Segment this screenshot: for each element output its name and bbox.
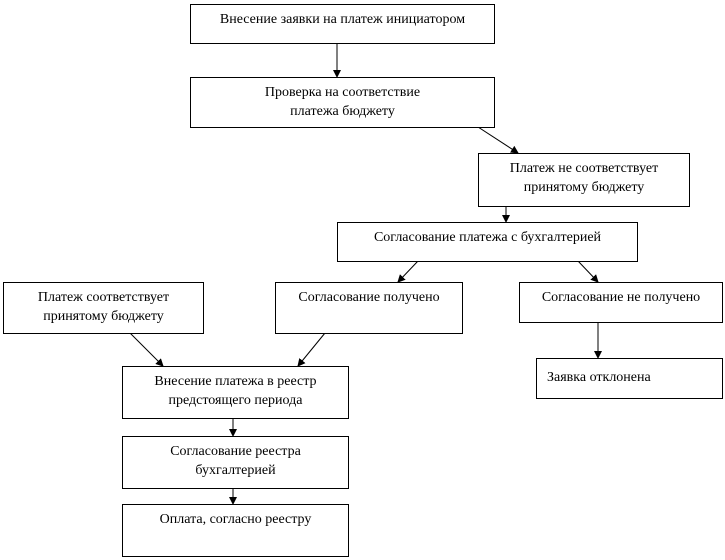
node-label: Согласование не получено bbox=[541, 290, 701, 305]
node-label: Согласование реестра бухгалтерией bbox=[170, 444, 301, 478]
node-label: Платеж соответствует принятому бюджету bbox=[37, 290, 170, 324]
node-label: Заявка отклонена bbox=[547, 370, 651, 385]
node-budget-check: Проверка на соответствие платежа бюджету bbox=[190, 77, 495, 128]
node-label: Согласование получено bbox=[298, 290, 440, 305]
node-label: Платеж не соответствует принятому бюджет… bbox=[509, 161, 659, 195]
node-label: Оплата, согласно реестру bbox=[159, 512, 312, 527]
node-label: Внесение платежа в реестр предстоящего п… bbox=[154, 374, 317, 408]
node-payment: Оплата, согласно реестру bbox=[122, 504, 349, 557]
arrow-n2-n3 bbox=[477, 126, 519, 154]
arrow-n5-n8 bbox=[129, 332, 164, 367]
node-budget-mismatch: Платеж не соответствует принятому бюджет… bbox=[478, 153, 690, 207]
node-initiator-request: Внесение заявки на платеж инициатором bbox=[190, 4, 495, 44]
node-accounting-approval: Согласование платежа с бухгалтерией bbox=[337, 222, 638, 262]
node-register-approval: Согласование реестра бухгалтерией bbox=[122, 436, 349, 489]
arrow-n6-n8 bbox=[297, 332, 326, 367]
node-label: Внесение заявки на платеж инициатором bbox=[219, 12, 466, 27]
node-approval-received: Согласование получено bbox=[275, 282, 463, 334]
node-register-entry: Внесение платежа в реестр предстоящего п… bbox=[122, 366, 349, 419]
arrow-n4-n6 bbox=[397, 260, 419, 283]
node-budget-match: Платеж соответствует принятому бюджету bbox=[3, 282, 204, 334]
arrow-n4-n7 bbox=[577, 260, 599, 283]
node-request-rejected: Заявка отклонена bbox=[536, 358, 723, 399]
node-label: Согласование платежа с бухгалтерией bbox=[373, 230, 602, 245]
node-approval-not-received: Согласование не получено bbox=[519, 282, 723, 323]
node-label: Проверка на соответствие платежа бюджету bbox=[264, 85, 421, 119]
